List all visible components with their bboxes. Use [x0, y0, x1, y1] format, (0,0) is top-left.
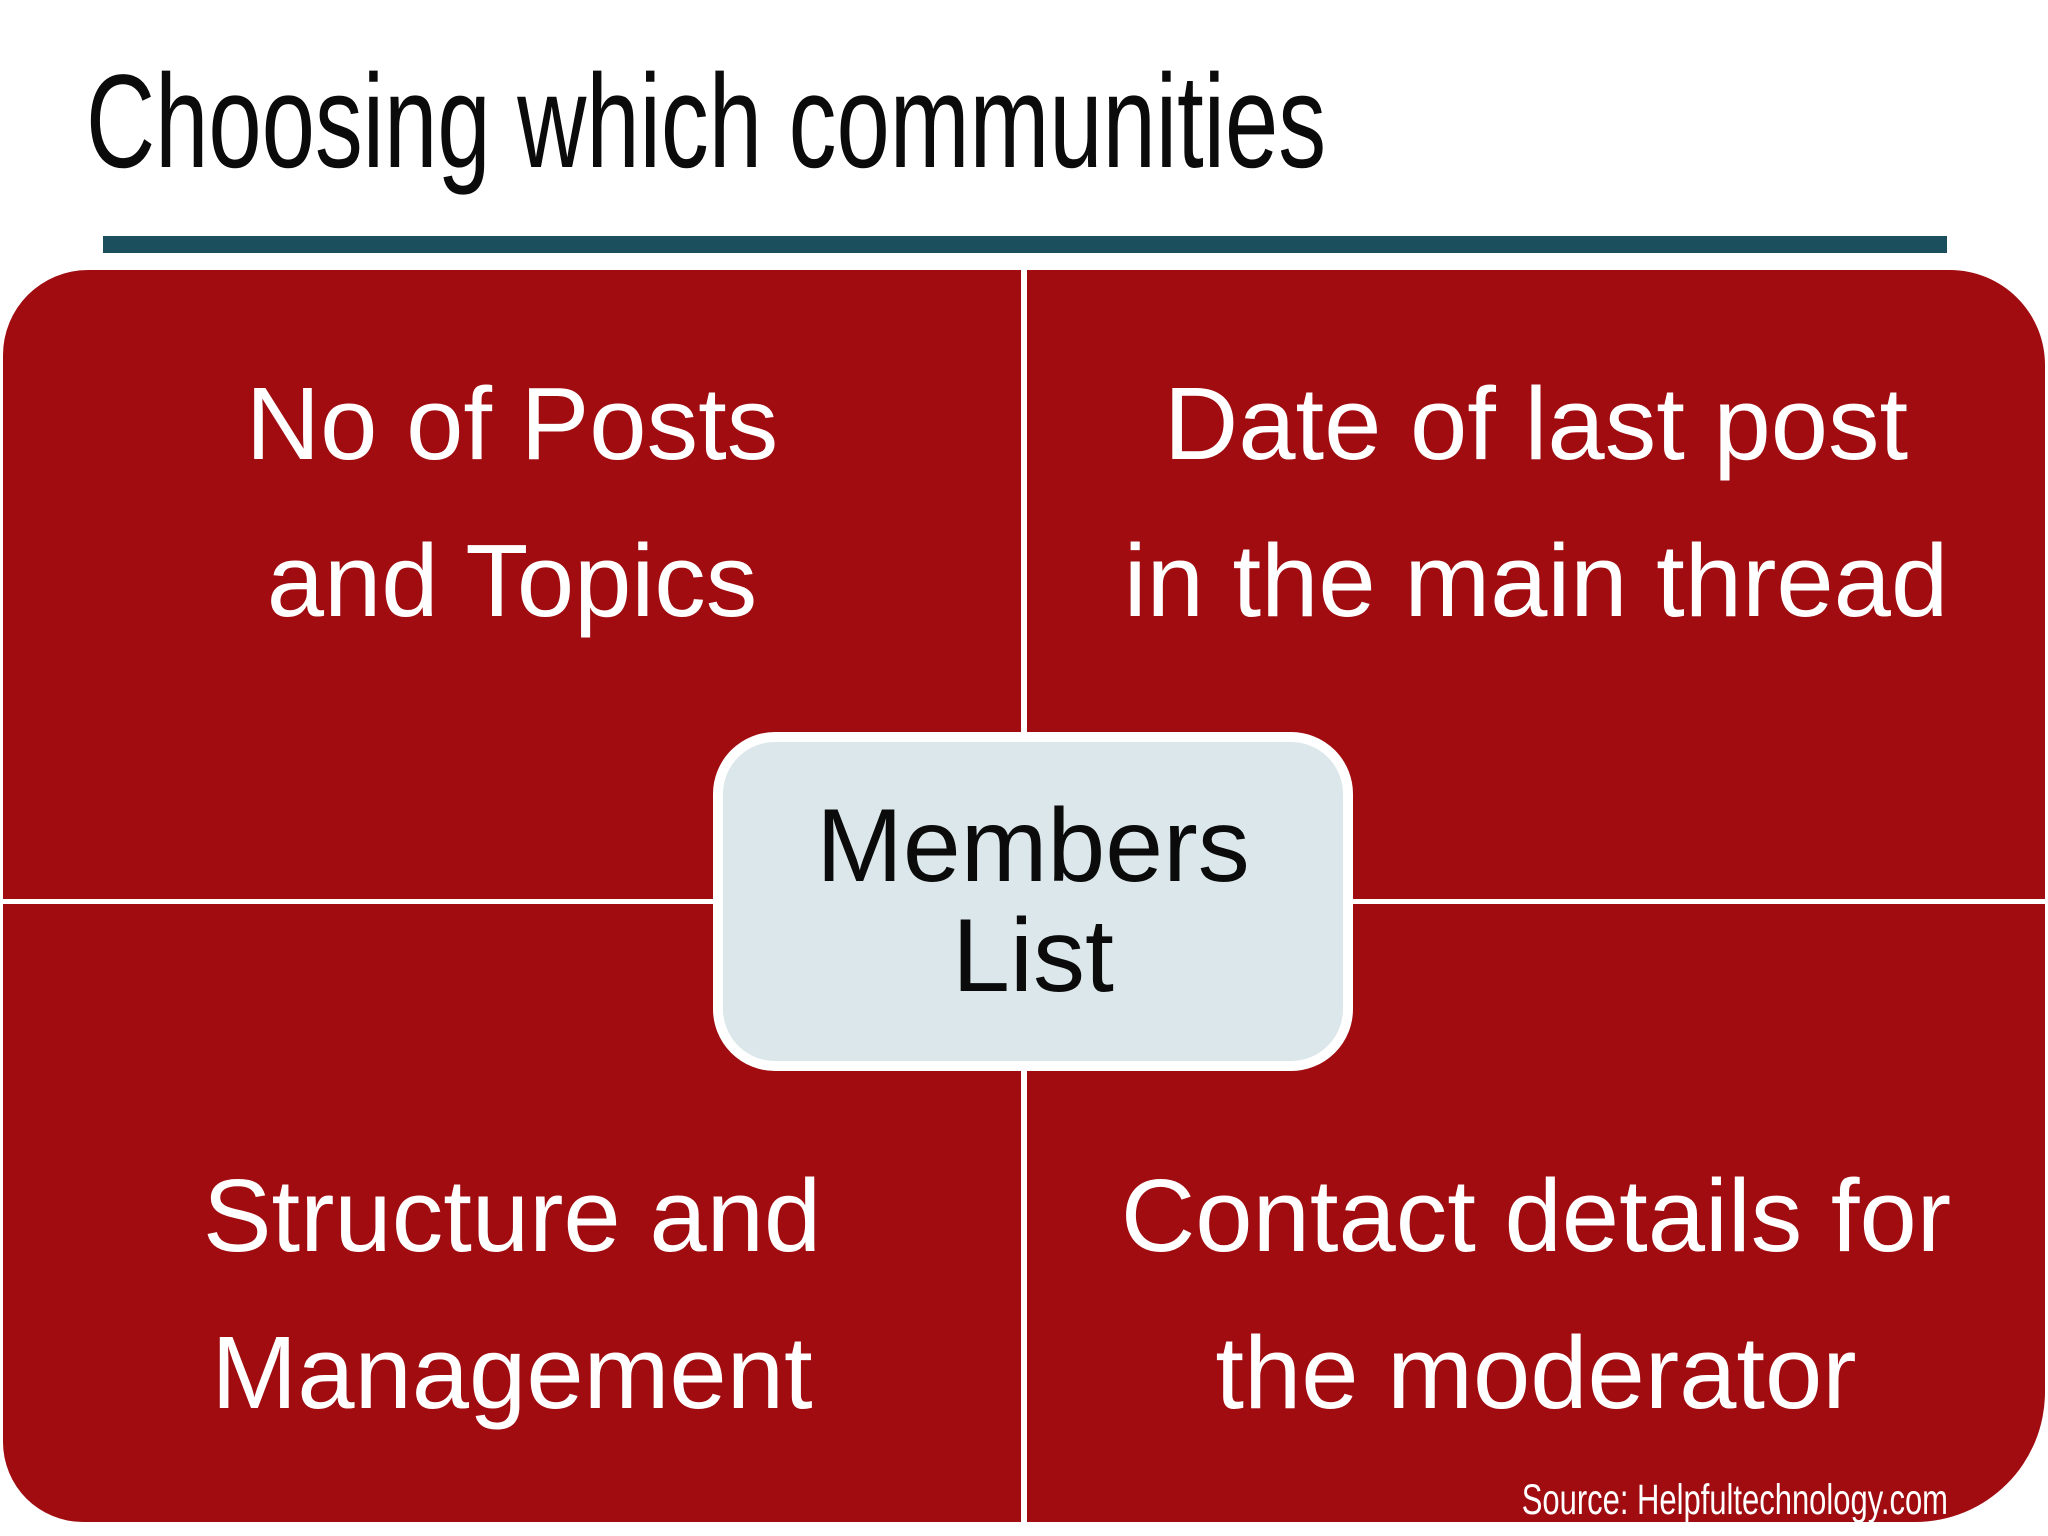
- quadrant-text-line: the moderator: [1215, 1314, 1857, 1430]
- members-list-line: Members: [816, 788, 1250, 905]
- quadrant-label: Date of last post in the main thread: [1027, 346, 2045, 659]
- slide-title: Choosing which communities: [86, 48, 1327, 196]
- members-list-label: Members List: [816, 788, 1250, 1014]
- quadrant-label: Contact details for the moderator: [1027, 1138, 2045, 1451]
- quadrant-label: Structure and Management: [3, 1138, 1021, 1451]
- quadrant-text-line: No of Posts: [245, 366, 779, 481]
- quadrant-text-line: Structure and: [202, 1158, 822, 1273]
- source-credit: Source: Helpfultechnology.com: [1521, 1475, 1948, 1524]
- quadrant-label: No of Posts and Topics: [3, 346, 1021, 659]
- quadrant-text-line: and Topics: [266, 522, 758, 638]
- quadrant-text-line: in the main thread: [1123, 522, 1949, 638]
- members-list-line: List: [952, 897, 1114, 1014]
- title-underline-rule: [103, 236, 1947, 253]
- members-list-box: Members List: [713, 732, 1353, 1071]
- quadrant-text-line: Contact details for: [1120, 1158, 1952, 1273]
- quadrant-posts-and-topics: No of Posts and Topics: [3, 270, 1021, 899]
- quadrant-text-line: Date of last post: [1163, 366, 1909, 481]
- quadrant-text-line: Management: [211, 1314, 813, 1430]
